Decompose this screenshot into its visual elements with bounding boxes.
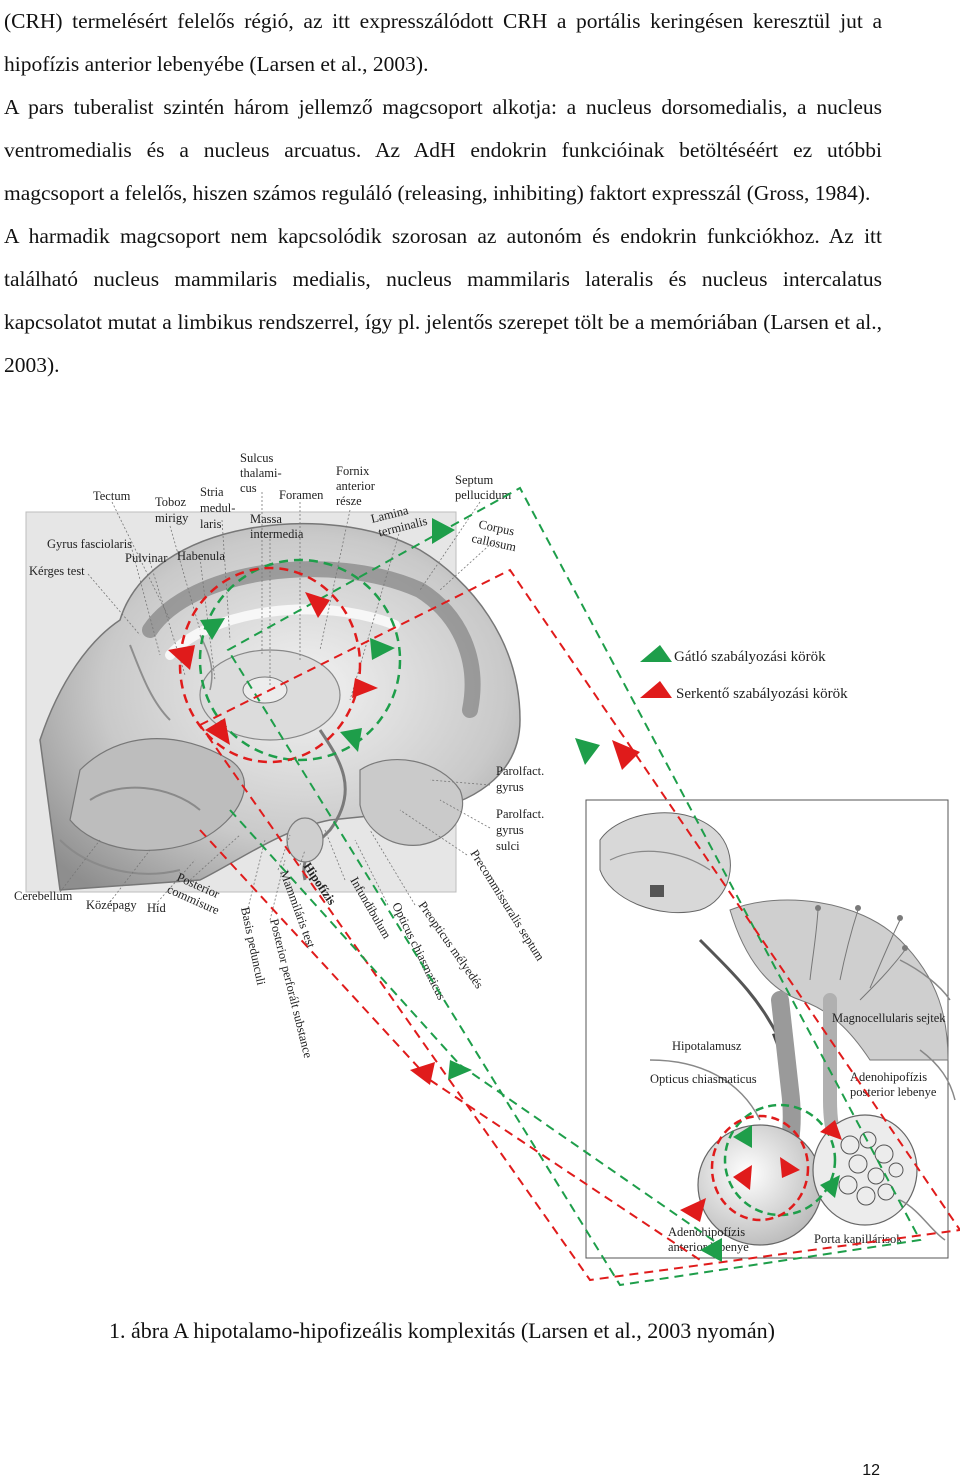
paragraph-2: A pars tuberalist szintén három jellemző…	[4, 95, 882, 205]
label-kerges-test: Kérges test	[29, 564, 85, 578]
svg-text:posterior lebenye: posterior lebenye	[850, 1085, 937, 1099]
label-septum: Septum	[455, 473, 493, 487]
top-labels: Sulcus thalami- cus Fornix anterior rész…	[29, 451, 518, 578]
label-pulvinar: Pulvinar	[125, 551, 168, 565]
label-parolfact-gyrus: Parolfact.	[496, 764, 544, 778]
svg-text:gyrus: gyrus	[496, 823, 524, 837]
legend-red-marker	[640, 681, 672, 698]
label-magnocellularis: Magnocellularis sejtek	[832, 1011, 946, 1025]
page-number: 12	[862, 1462, 880, 1479]
svg-text:mirigy: mirigy	[155, 511, 189, 525]
label-kozepagy: Középagy	[86, 898, 137, 912]
inhibitory-pathway	[226, 486, 922, 1287]
label-massa: Massa	[250, 512, 282, 526]
paragraph-1: (CRH) termelésért felelős régió, az itt …	[4, 9, 882, 76]
excitatory-pathway	[198, 568, 960, 1282]
svg-text:gyrus: gyrus	[496, 780, 524, 794]
inhibitory-loop-brain	[198, 558, 402, 762]
hypothalamus-figure: Sulcus thalami- cus Fornix anterior rész…	[0, 440, 960, 1310]
label-tectum: Tectum	[93, 489, 131, 503]
label-gyrus-fasciolaris: Gyrus fasciolaris	[47, 537, 132, 551]
label-hid: Híd	[147, 901, 167, 915]
label-stria: Stria	[200, 485, 224, 499]
label-opticus-chiasmaticus: Opticus chiasmaticus	[650, 1072, 757, 1086]
figure-illustration: Sulcus thalami- cus Fornix anterior rész…	[14, 451, 960, 1287]
svg-text:intermedia: intermedia	[250, 527, 304, 541]
label-adeno-posterior: Adenohipofízis	[850, 1070, 927, 1084]
inhibitory-loop-pituitary	[723, 1103, 837, 1217]
svg-text:medul-: medul-	[200, 501, 235, 515]
regulatory-circuits	[168, 486, 960, 1287]
pituitary-illustration	[585, 799, 956, 1259]
svg-text:anterior: anterior	[336, 479, 376, 493]
svg-text:cus: cus	[240, 481, 257, 495]
label-foramen: Foramen	[279, 488, 324, 502]
legend-excitatory: Serkentő szabályozási körök	[676, 686, 848, 702]
excitatory-loop-pituitary	[710, 1114, 810, 1222]
label-habenula: Habenula	[177, 549, 225, 563]
legend-inhibitory: Gátló szabályozási körök	[674, 649, 826, 665]
svg-text:sulci: sulci	[496, 839, 520, 853]
label-basis-pedunculi: Basis pedunculi	[238, 906, 268, 987]
body-text: (CRH) termelésért felelős régió, az itt …	[4, 0, 882, 387]
label-hipotalamusz: Hipotalamusz	[672, 1039, 742, 1053]
label-parolfact-sulci: Parolfact.	[496, 807, 544, 821]
excitatory-loop-brain	[178, 566, 362, 764]
figure-caption: 1. ábra A hipotalamo-hipofizeális komple…	[109, 1318, 775, 1343]
label-fornix: Fornix	[336, 464, 370, 478]
svg-text:laris: laris	[200, 517, 222, 531]
label-precommissuralis: Precommissuralis septum	[467, 847, 547, 963]
legend-green-marker	[640, 645, 672, 662]
label-porta-kapillarisok: Porta kapillárisok	[814, 1232, 903, 1246]
svg-text:thalami-: thalami-	[240, 466, 282, 480]
label-toboz: Toboz	[155, 495, 187, 509]
side-labels: Parolfact. gyrus Parolfact. gyrus sulci	[496, 764, 544, 853]
legend: Gátló szabályozási körök Serkentő szabál…	[640, 645, 848, 702]
label-adeno-anterior: Adenohipofízis	[668, 1225, 745, 1239]
brain-section-illustration	[25, 511, 521, 893]
svg-text:része: része	[336, 494, 362, 508]
svg-text:pellucidum: pellucidum	[455, 488, 512, 502]
label-cerebellum: Cerebellum	[14, 889, 73, 903]
label-sulcus: Sulcus	[240, 451, 273, 465]
paragraph-3: A harmadik magcsoport nem kapcsolódik sz…	[4, 224, 882, 377]
